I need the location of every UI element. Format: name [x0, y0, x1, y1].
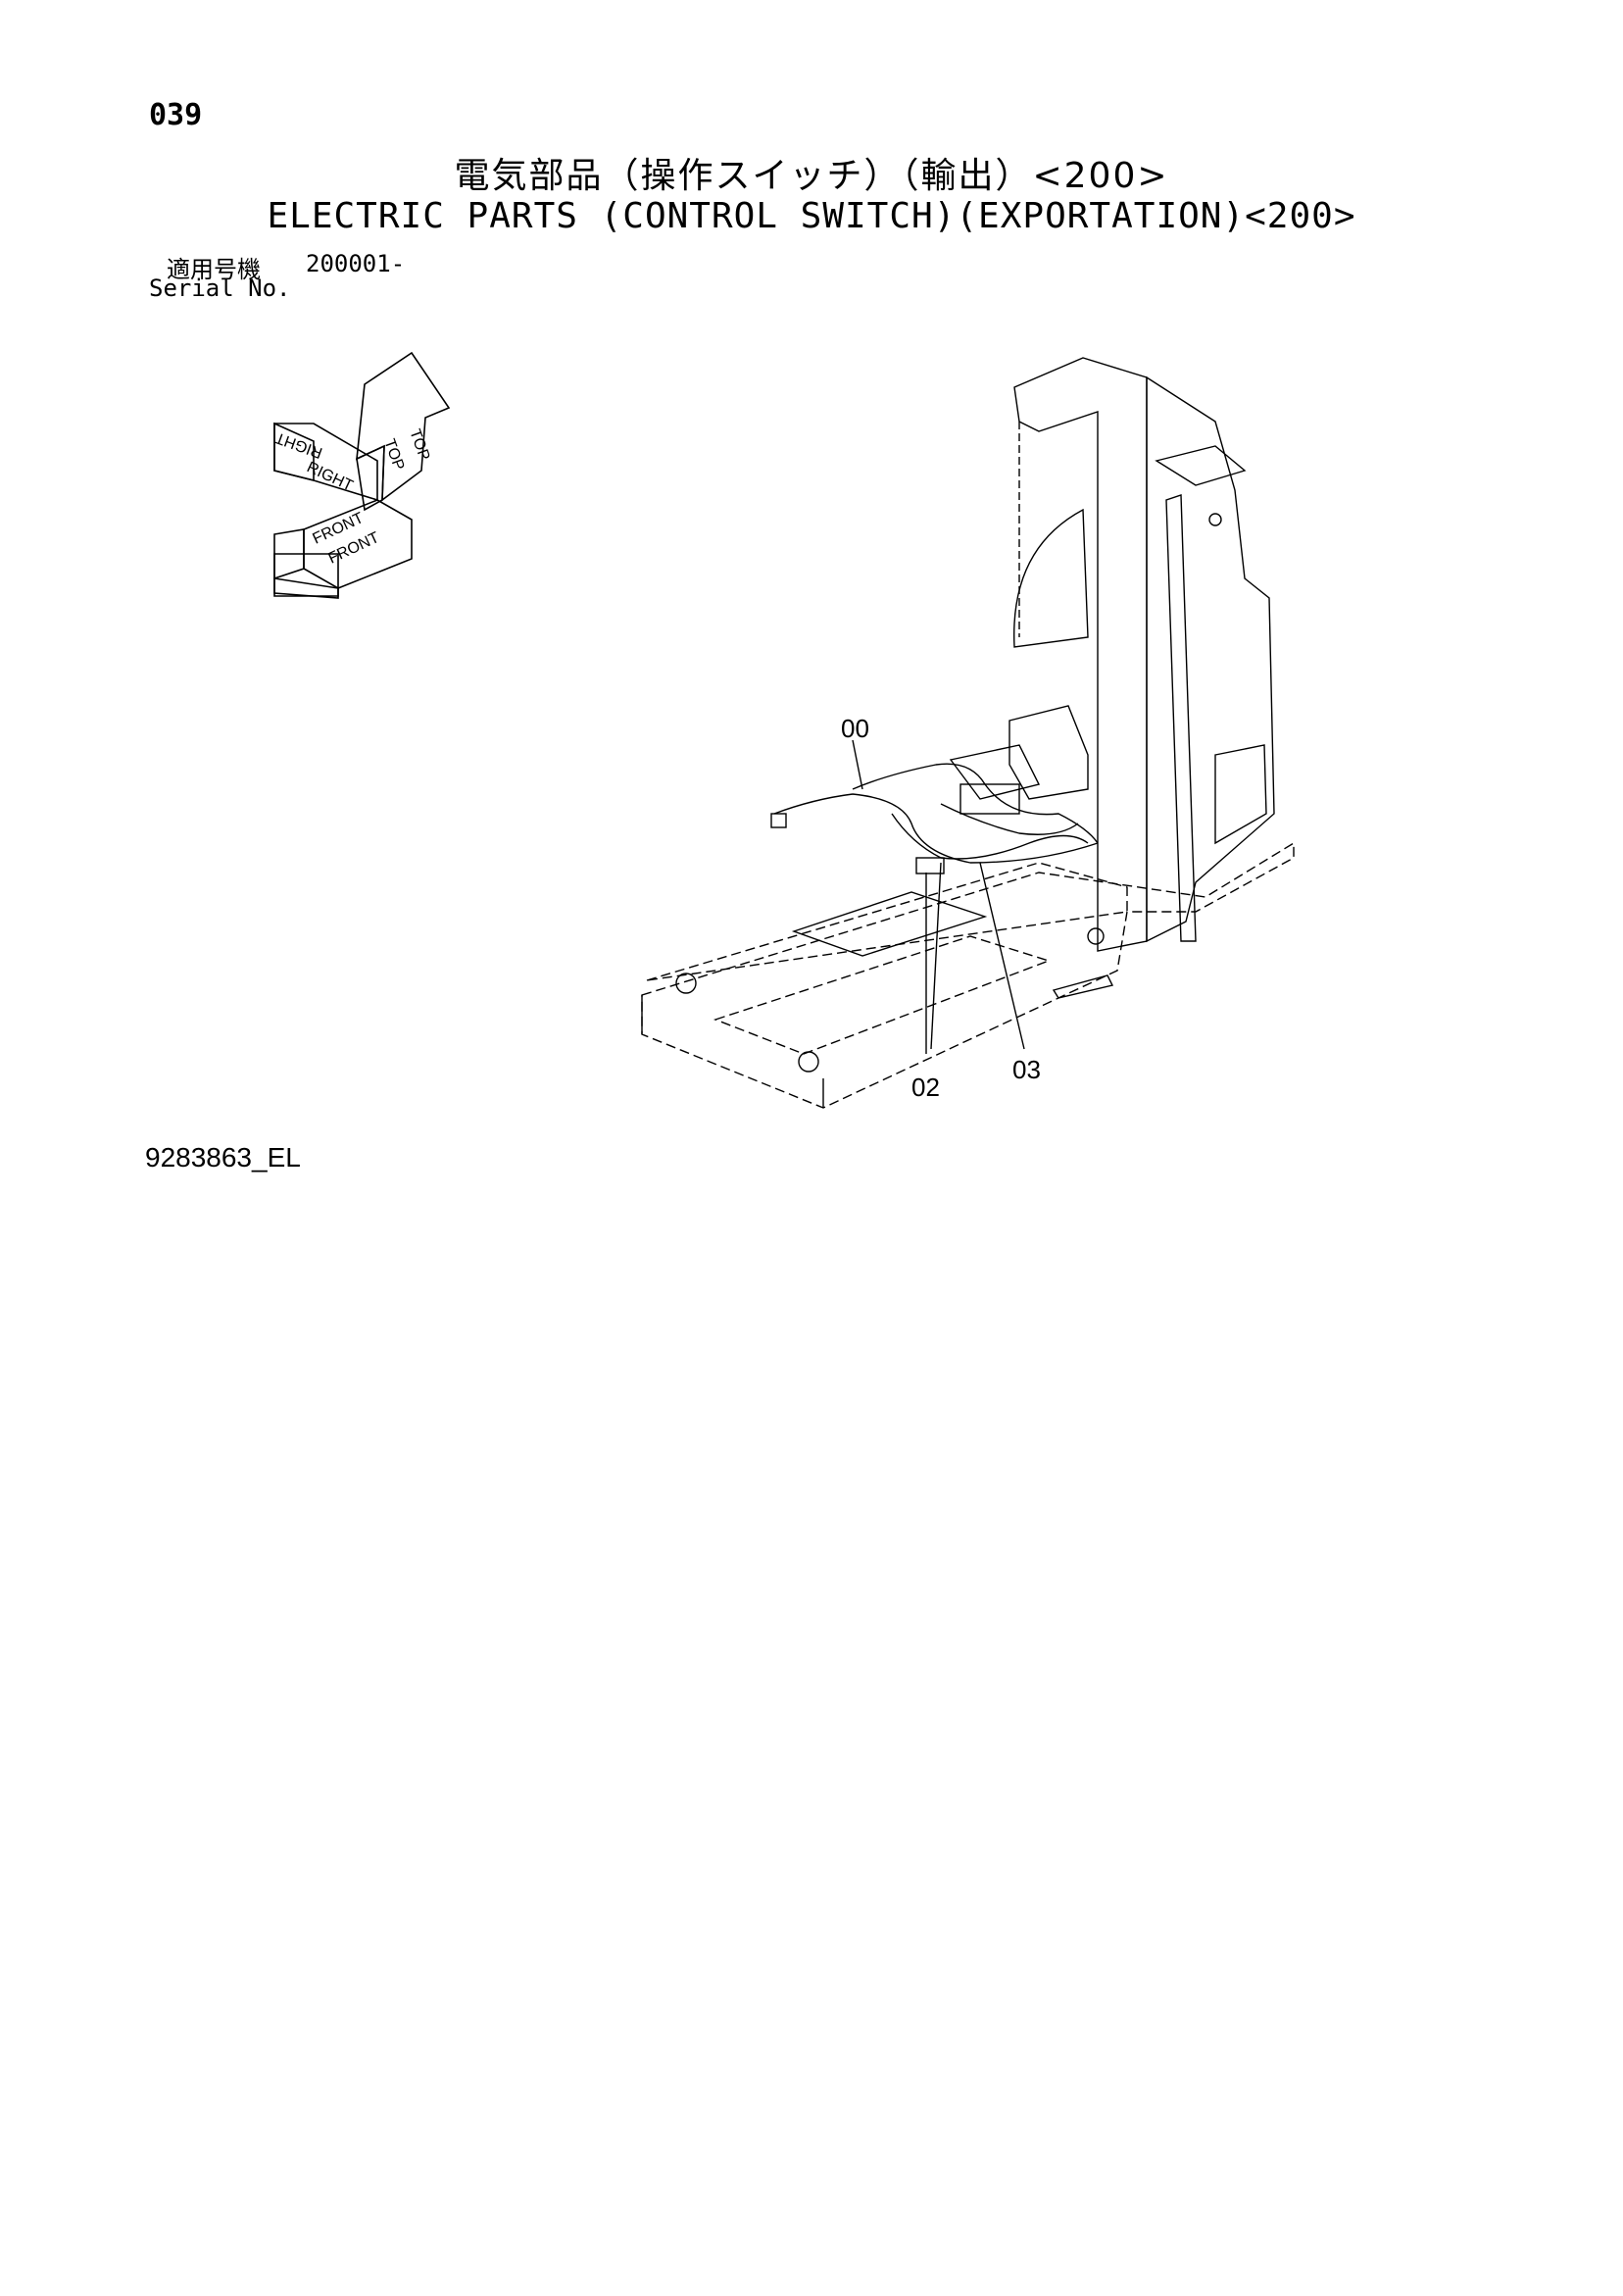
document-code: 9283863_EL [145, 1142, 301, 1173]
title-english: ELECTRIC PARTS (CONTROL SWITCH)(EXPORTAT… [267, 196, 1356, 236]
callout-00: 00 [841, 714, 869, 743]
orientation-label-right-2: RIGHT [273, 428, 325, 461]
callout-02: 02 [911, 1073, 940, 1102]
orientation-label-right-1: RIGHT [304, 459, 355, 495]
serial-label-english: Serial No. [149, 275, 291, 302]
orientation-label-top-1: TOP [406, 427, 432, 463]
callout-03: 03 [1012, 1055, 1041, 1084]
serial-label-japanese: 適用号機 [167, 256, 261, 283]
machine-frame [641, 357, 1295, 1109]
serial-value: 200001- [306, 250, 406, 277]
title-japanese: 電気部品（操作スイッチ）（輸出）<200> [454, 156, 1169, 196]
callout-leaders [852, 739, 1025, 1054]
page-number: 039 [149, 98, 203, 132]
orientation-icon: TOP TOP RIGHT RIGHT FRONT FRONT [273, 351, 451, 599]
